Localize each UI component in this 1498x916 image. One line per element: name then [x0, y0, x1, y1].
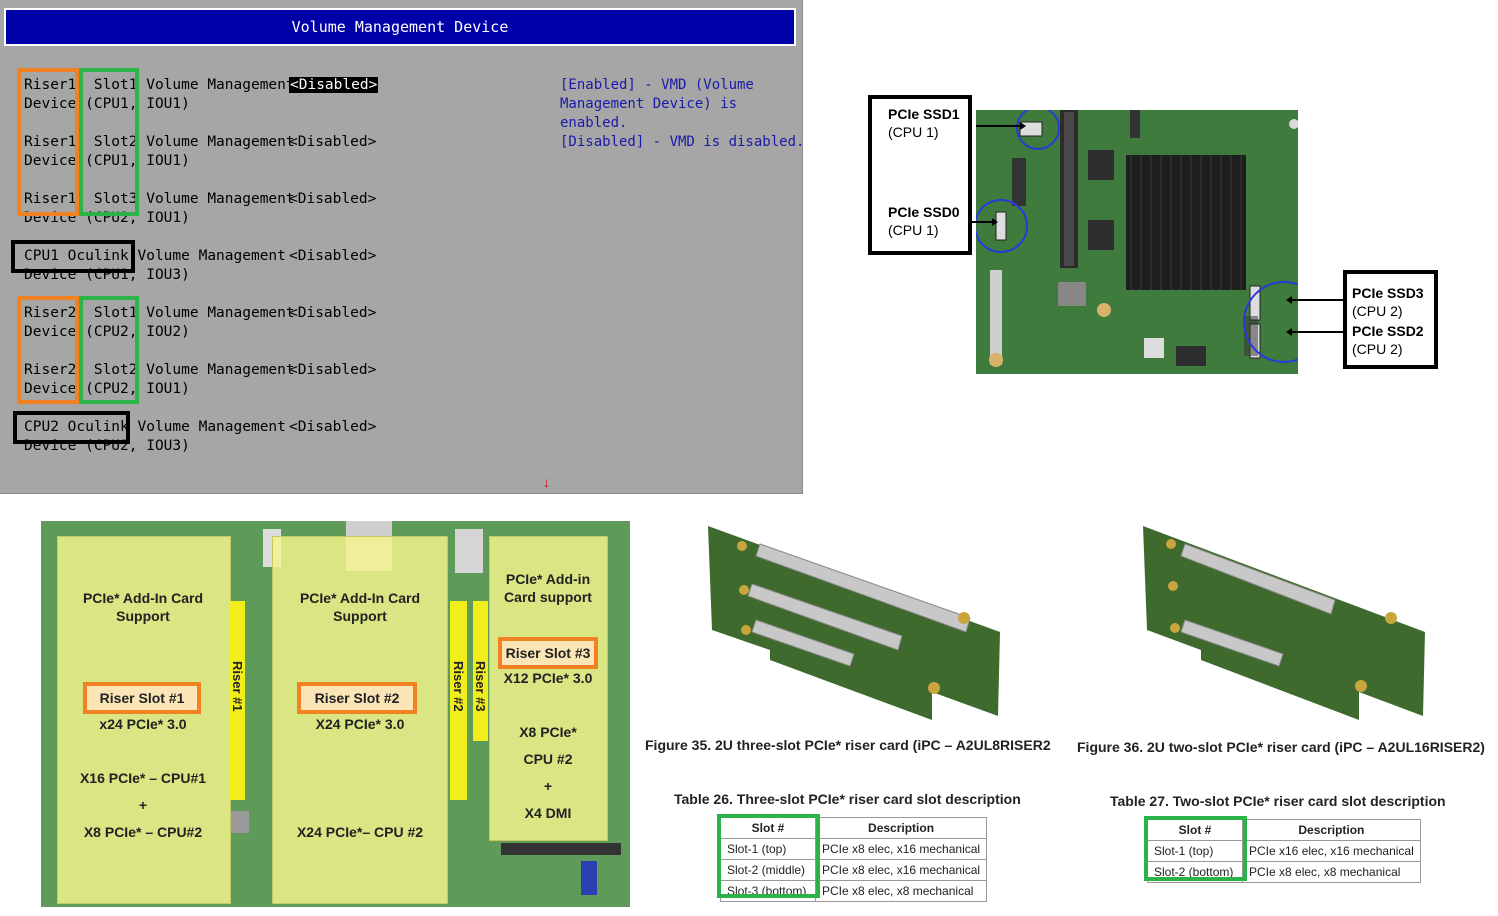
table-cell: PCIe x8 elec, x16 mechanical	[814, 859, 988, 881]
bios-row-7-value[interactable]: <Disabled>	[289, 419, 377, 435]
bios-row-5-line1[interactable]: Riser2 Slot1 Volume Management	[24, 305, 295, 321]
table-row: Slot-1 (top) PCIe x16 elec, x16 mechanic…	[1147, 840, 1421, 862]
panel3-cpu: CPU #2	[523, 751, 573, 767]
bios-row-5-line2: Device (CPU2, IOU2)	[24, 324, 190, 340]
cpu1-oculink-highlight	[11, 240, 135, 273]
table-27-header-desc: Description	[1242, 819, 1421, 841]
table-cell: PCIe x8 elec, x8 mechanical	[814, 880, 988, 902]
help-line-3: enabled.	[560, 115, 628, 131]
table-cell: PCIe x8 elec, x16 mechanical	[814, 838, 988, 860]
panel3-dmi: X4 DMI	[524, 805, 572, 821]
panel1-plus: +	[138, 797, 148, 813]
panel1-cpu1: X16 PCIe* – CPU#1	[79, 770, 207, 786]
bios-row-1-line1[interactable]: Riser1 Slot1 Volume Management	[24, 77, 295, 93]
panel1-lanes: x24 PCIe* 3.0	[99, 716, 187, 732]
motherboard-image	[976, 110, 1298, 374]
ssd-label-box-cpu2	[1343, 270, 1438, 369]
table-26-slot-highlight	[717, 814, 820, 898]
panel3-lanes: X12 PCIe* 3.0	[503, 670, 593, 686]
riser-slot-1-tag: Riser Slot #1	[83, 682, 201, 714]
ssd3-label: PCIe SSD3 (CPU 2)	[1352, 284, 1424, 320]
riser-slot-2-panel	[272, 536, 448, 904]
table-26: Slot # Description Slot-1 (top) PCIe x8 …	[720, 817, 988, 902]
figure-35-caption: Figure 35. 2U three-slot PCIe* riser car…	[645, 737, 1051, 753]
bios-row-6-value[interactable]: <Disabled>	[289, 362, 377, 378]
table-26-header-desc: Description	[814, 817, 988, 839]
panel3-plus: +	[543, 778, 553, 794]
table-26-title: Table 26. Three-slot PCIe* riser card sl…	[674, 791, 1021, 807]
table-27-title: Table 27. Two-slot PCIe* riser card slot…	[1110, 793, 1446, 809]
bios-title: Volume Management Device	[4, 8, 796, 46]
riser-1-bar	[230, 601, 245, 800]
riser2-highlight	[17, 296, 79, 404]
ssd1-label: PCIe SSD1 (CPU 1)	[888, 105, 960, 141]
ssd-arrows-right	[1286, 296, 1346, 336]
ssd-arrows-left	[972, 122, 1026, 226]
figure-36-caption: Figure 36. 2U two-slot PCIe* riser card …	[1077, 739, 1485, 755]
riser-2-bar-label: Riser #2	[451, 661, 466, 712]
bios-row-5-value[interactable]: <Disabled>	[289, 305, 377, 321]
ssd0-cpu: (CPU 1)	[888, 222, 939, 238]
riser1-slot-highlight	[79, 68, 139, 216]
panel2-cpu: X24 PCIe*– CPU #2	[296, 824, 424, 840]
panel1-cpu2: X8 PCIe* – CPU#2	[83, 824, 203, 840]
table-cell: PCIe x8 elec, x8 mechanical	[1242, 861, 1421, 883]
panel1-title: PCIe* Add-In Card Support	[82, 590, 204, 624]
two-slot-riser-card-image	[1143, 526, 1425, 720]
panel3-x8: X8 PCIe*	[519, 724, 577, 740]
panel2-title: PCIe* Add-In Card Support	[299, 590, 421, 624]
bios-panel: Volume Management Device Riser1 Slot1 Vo…	[0, 0, 805, 494]
bios-row-2-line1[interactable]: Riser1 Slot2 Volume Management	[24, 134, 295, 150]
bios-row-4-value[interactable]: <Disabled>	[289, 248, 377, 264]
help-line-2: Management Device) is	[560, 96, 738, 112]
ssd-label-box-cpu1	[868, 95, 972, 255]
ssd1-cpu: (CPU 1)	[888, 124, 939, 140]
bios-row-4-line1[interactable]: CPU1 Oculink Volume Management	[24, 248, 286, 264]
riser-slot-3-tag: Riser Slot #3	[498, 637, 598, 669]
cpu2-oculink-highlight	[13, 411, 130, 444]
bios-row-1-line2: Device (CPU1, IOU1)	[24, 96, 190, 112]
riser-1-bar-label: Riser #1	[230, 661, 245, 712]
bios-row-3-line1[interactable]: Riser1 Slot3 Volume Management	[24, 191, 295, 207]
bios-row-7-line1[interactable]: CPU2 Oculink Volume Management	[24, 419, 286, 435]
riser-slot-1-panel	[57, 536, 231, 904]
table-cell: Slot-1 (top)	[1147, 840, 1243, 862]
table-row: Slot-3 (bottom) PCIe x8 elec, x8 mechani…	[720, 880, 988, 902]
riser-3-bar	[473, 601, 488, 741]
panel2-lanes: X24 PCIe* 3.0	[315, 716, 405, 732]
ssd3-cpu: (CPU 2)	[1352, 303, 1403, 319]
riser-3-bar-label: Riser #3	[473, 661, 488, 712]
bios-row-6-line1[interactable]: Riser2 Slot2 Volume Management	[24, 362, 295, 378]
riser2-slot-highlight	[79, 296, 139, 404]
riser1-highlight	[17, 68, 79, 216]
help-line-1: [Enabled] - VMD (Volume	[560, 77, 754, 93]
table-cell: PCIe x16 elec, x16 mechanical	[1242, 840, 1421, 862]
riser-slot-3-panel	[489, 536, 608, 841]
bios-row-3-value[interactable]: <Disabled>	[289, 191, 377, 207]
ssd2-label: PCIe SSD2 (CPU 2)	[1352, 322, 1424, 358]
bios-row-1-value[interactable]: <Disabled>	[289, 77, 379, 93]
help-line-4: [Disabled] - VMD is disabled.	[560, 134, 805, 150]
riser-layout-figure: Riser #1 Riser #2 Riser #3 PCIe* Add-In …	[41, 521, 630, 907]
bios-row-6-line2: Device (CPU2, IOU1)	[24, 381, 190, 397]
ssd2-cpu: (CPU 2)	[1352, 341, 1403, 357]
riser-slot-2-tag: Riser Slot #2	[297, 682, 417, 714]
bios-row-2-value[interactable]: <Disabled>	[289, 134, 377, 150]
three-slot-riser-card-image	[708, 526, 1000, 720]
panel3-title: PCIe* Add-in Card support	[504, 571, 592, 605]
table-27: Slot # Description Slot-1 (top) PCIe x16…	[1147, 819, 1421, 883]
ssd0-name: PCIe SSD0	[888, 204, 960, 220]
ssd0-label: PCIe SSD0 (CPU 1)	[888, 203, 960, 239]
ssd2-name: PCIe SSD2	[1352, 323, 1424, 339]
riser-2-bar	[450, 601, 467, 800]
scroll-down-arrow-icon[interactable]: ↓	[543, 474, 550, 490]
ssd1-name: PCIe SSD1	[888, 106, 960, 122]
bios-row-2-line2: Device (CPU1, IOU1)	[24, 153, 190, 169]
ssd3-name: PCIe SSD3	[1352, 285, 1424, 301]
table-27-header-slot: Slot #	[1147, 819, 1243, 841]
table-27-slot-highlight	[1144, 816, 1247, 881]
